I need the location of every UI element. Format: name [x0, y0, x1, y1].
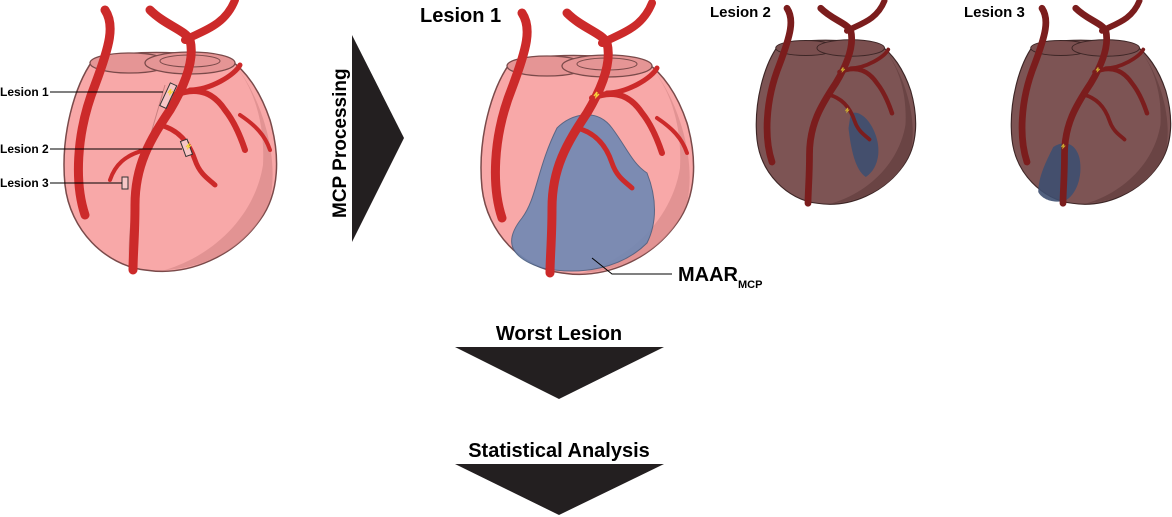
myocardium-shade	[165, 65, 273, 270]
lesion-label-3: Lesion 3	[0, 176, 49, 190]
worst-lesion-arrow	[455, 347, 664, 399]
lesion-marker-1	[159, 82, 178, 110]
process-arrow	[352, 35, 404, 242]
lesion-marker-3	[121, 176, 129, 190]
process-label: MCP Processing	[330, 68, 351, 218]
maar-region	[848, 112, 879, 177]
lesion3-heart	[1010, 0, 1172, 207]
maar-leader	[591, 257, 672, 275]
lesion3-title: Lesion 3	[964, 4, 1025, 21]
source-heart	[63, 0, 278, 275]
myocardium-shade	[582, 68, 690, 273]
statistical-analysis-label: Statistical Analysis	[468, 440, 650, 462]
lesion1-title: Lesion 1	[420, 5, 501, 27]
lesion2-heart	[755, 0, 917, 207]
lesion-label-2: Lesion 2	[0, 142, 49, 156]
maar-region	[1038, 143, 1081, 202]
lesion1-heart	[480, 0, 695, 278]
statistical-analysis-arrow	[455, 464, 664, 515]
maar-main: MAAR	[678, 264, 739, 286]
maar-label: MAARMCP	[678, 264, 762, 291]
worst-lesion-label: Worst Lesion	[496, 323, 622, 345]
maar-sub: MCP	[738, 279, 762, 291]
coronary-arteries	[73, 0, 272, 275]
coronary-arteries	[490, 0, 689, 278]
lesion-label-1: Lesion 1	[0, 85, 49, 99]
lesion2-title: Lesion 2	[710, 4, 771, 21]
lesion-leaders	[50, 91, 182, 184]
